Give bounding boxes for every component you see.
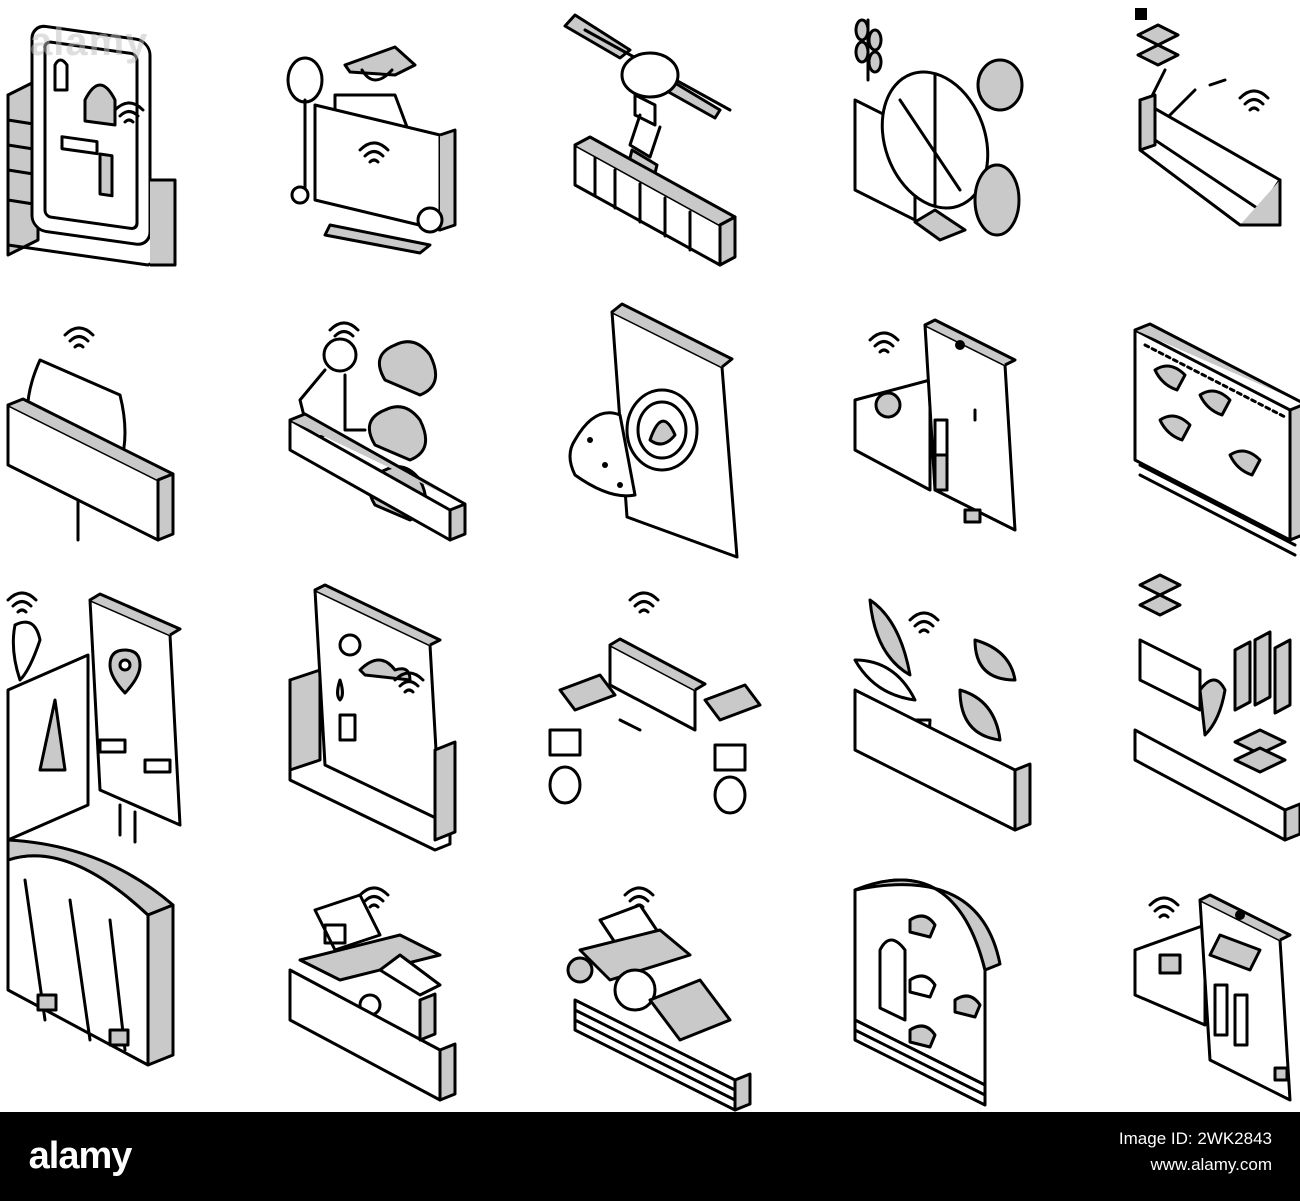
weather-forecast-tablet-icon <box>288 583 457 852</box>
greenhouse-tunnel-icon <box>6 838 175 1067</box>
smart-tractor-field-icon <box>566 886 752 1112</box>
tablet-farm-map-icon <box>6 24 177 267</box>
alamy-logo: alamy <box>28 1130 133 1182</box>
stock-footer-bar: alamy Image ID: 2WK2843 www.alamy.com <box>0 1112 1300 1201</box>
field-sensor-scanning-icon <box>1135 8 1282 227</box>
smart-plant-growth-icon <box>853 598 1032 832</box>
seed-and-wheat-analysis-icon <box>853 18 1024 242</box>
plant-data-statistics-icon <box>1133 573 1300 842</box>
farmer-with-laptop-icon <box>286 45 457 255</box>
brand-logo-text: alamy <box>28 1134 133 1177</box>
site-url[interactable]: www.alamy.com <box>1150 1155 1272 1174</box>
image-meta: Image ID: 2WK2843 www.alamy.com <box>1119 1126 1272 1178</box>
crop-spraying-drone-icon <box>563 13 737 267</box>
farm-robot-rover-icon <box>548 591 762 815</box>
hydroponic-greenhouse-icon <box>1133 322 1300 557</box>
image-id-label: Image ID: 2WK2843 <box>1118 1129 1272 1148</box>
vertical-farm-arch-icon <box>853 878 1002 1107</box>
gps-crop-location-phone-icon <box>6 591 182 844</box>
icon-set-illustration: alamy <box>6 8 1300 1112</box>
automated-harvester-icon <box>288 886 457 1102</box>
icon-grid <box>6 8 1300 1112</box>
fertilizer-bag-icon <box>568 302 739 559</box>
phone-crop-delivery-icon <box>1133 893 1292 1102</box>
field-monitor-sign-icon <box>6 326 175 542</box>
farmer-with-plants-icon <box>288 321 467 542</box>
smartphone-sensor-icon <box>853 318 1017 532</box>
